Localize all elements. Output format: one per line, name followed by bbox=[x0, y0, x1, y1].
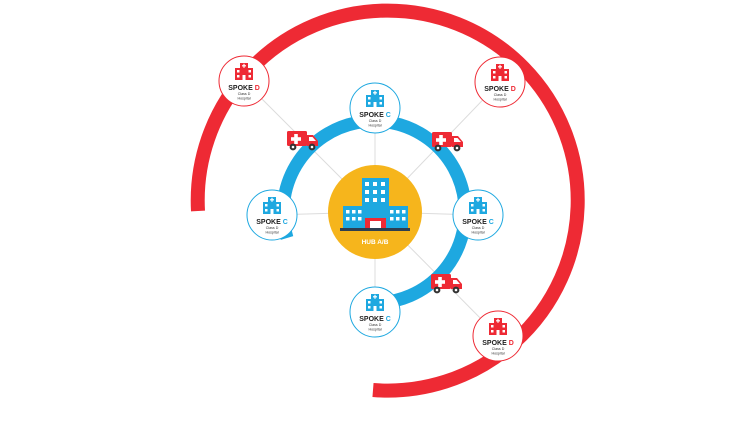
spoke-letter: C bbox=[386, 112, 391, 119]
spoke-sub1: Class D bbox=[492, 347, 505, 351]
spoke-sub2: Hospital bbox=[492, 352, 505, 356]
spoke-word: SPOKE bbox=[228, 85, 254, 92]
spoke-sub1: Class D bbox=[266, 226, 279, 230]
spoke-sub1: Class D bbox=[494, 93, 507, 97]
spoke-letter: D bbox=[255, 85, 260, 92]
spoke-sub2: Hospital bbox=[472, 231, 485, 235]
spoke-word: SPOKE bbox=[482, 340, 508, 347]
spoke-letter: C bbox=[283, 219, 288, 226]
ambulance-icon bbox=[431, 274, 462, 294]
spoke-letter: C bbox=[386, 316, 391, 323]
spoke-sub1: Class D bbox=[369, 323, 382, 327]
svg-text:SPOKE C: SPOKE C bbox=[462, 219, 494, 226]
spoke-d-node-bottom-right: SPOKE D Class D Hospital bbox=[472, 310, 524, 362]
spoke-word: SPOKE bbox=[359, 316, 385, 323]
spoke-word: SPOKE bbox=[462, 219, 488, 226]
spoke-sub2: Hospital bbox=[369, 328, 382, 332]
spoke-c-node-bottom: SPOKE C Class D Hospital bbox=[349, 286, 401, 338]
spoke-sub2: Hospital bbox=[238, 97, 251, 101]
spoke-d-node-top-left: SPOKE D Class D Hospital bbox=[218, 55, 270, 107]
spoke-word: SPOKE bbox=[484, 86, 510, 93]
hospital-building-icon bbox=[340, 178, 410, 231]
spoke-sub2: Hospital bbox=[369, 124, 382, 128]
spoke-d-node-top-right: SPOKE D Class D Hospital bbox=[474, 56, 526, 108]
hub-label: HUB A/B bbox=[362, 239, 389, 246]
svg-text:SPOKE C: SPOKE C bbox=[256, 219, 288, 226]
spoke-letter: D bbox=[509, 340, 514, 347]
spoke-c-node-right: SPOKE C Class D Hospital bbox=[452, 189, 504, 241]
spoke-letter: D bbox=[511, 86, 516, 93]
spoke-letter: C bbox=[489, 219, 494, 226]
spoke-word: SPOKE bbox=[256, 219, 282, 226]
svg-text:SPOKE D: SPOKE D bbox=[484, 86, 516, 93]
svg-text:SPOKE D: SPOKE D bbox=[228, 85, 260, 92]
spoke-sub1: Class D bbox=[238, 92, 251, 96]
svg-text:SPOKE D: SPOKE D bbox=[482, 340, 514, 347]
spoke-sub2: Hospital bbox=[494, 98, 507, 102]
svg-text:SPOKE C: SPOKE C bbox=[359, 112, 391, 119]
spoke-sub1: Class D bbox=[472, 226, 485, 230]
hub-node: HUB A/B bbox=[328, 165, 422, 259]
spoke-sub2: Hospital bbox=[266, 231, 279, 235]
spoke-sub1: Class D bbox=[369, 119, 382, 123]
spoke-c-node-top: SPOKE C Class D Hospital bbox=[349, 82, 401, 134]
spoke-c-node-left: SPOKE C Class D Hospital bbox=[246, 189, 298, 241]
spoke-word: SPOKE bbox=[359, 112, 385, 119]
svg-text:SPOKE C: SPOKE C bbox=[359, 316, 391, 323]
